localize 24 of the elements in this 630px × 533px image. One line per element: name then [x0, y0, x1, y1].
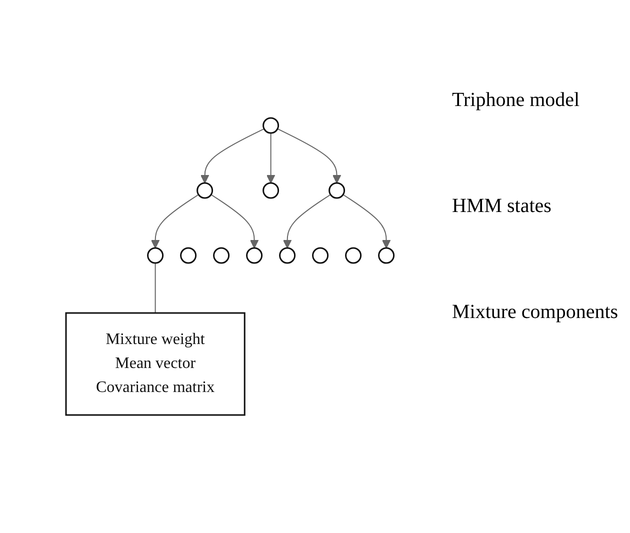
level-label: HMM states	[452, 194, 552, 218]
arrow	[151, 194, 200, 248]
node-circle	[279, 247, 296, 264]
node-circle	[312, 247, 329, 264]
node-circle	[180, 247, 197, 264]
level-label: Mixture components	[452, 300, 620, 324]
node-circle	[345, 247, 362, 264]
arrow	[200, 128, 265, 184]
node-box: Mixture weight Mean vector Covariance matrix	[65, 312, 246, 416]
arrow	[210, 194, 259, 248]
node-circle	[262, 182, 280, 199]
node-circle	[378, 247, 395, 264]
arrow	[266, 132, 276, 184]
arrow	[283, 194, 332, 248]
node-circle	[262, 117, 280, 134]
arrow	[342, 194, 391, 248]
node-circle	[213, 247, 230, 264]
arrow	[277, 128, 342, 184]
node-circle	[328, 182, 346, 199]
connector	[154, 262, 156, 314]
node-circle	[246, 247, 263, 264]
node-circle	[196, 182, 214, 199]
node-circle	[147, 247, 164, 264]
level-label: Triphone model	[452, 89, 581, 112]
